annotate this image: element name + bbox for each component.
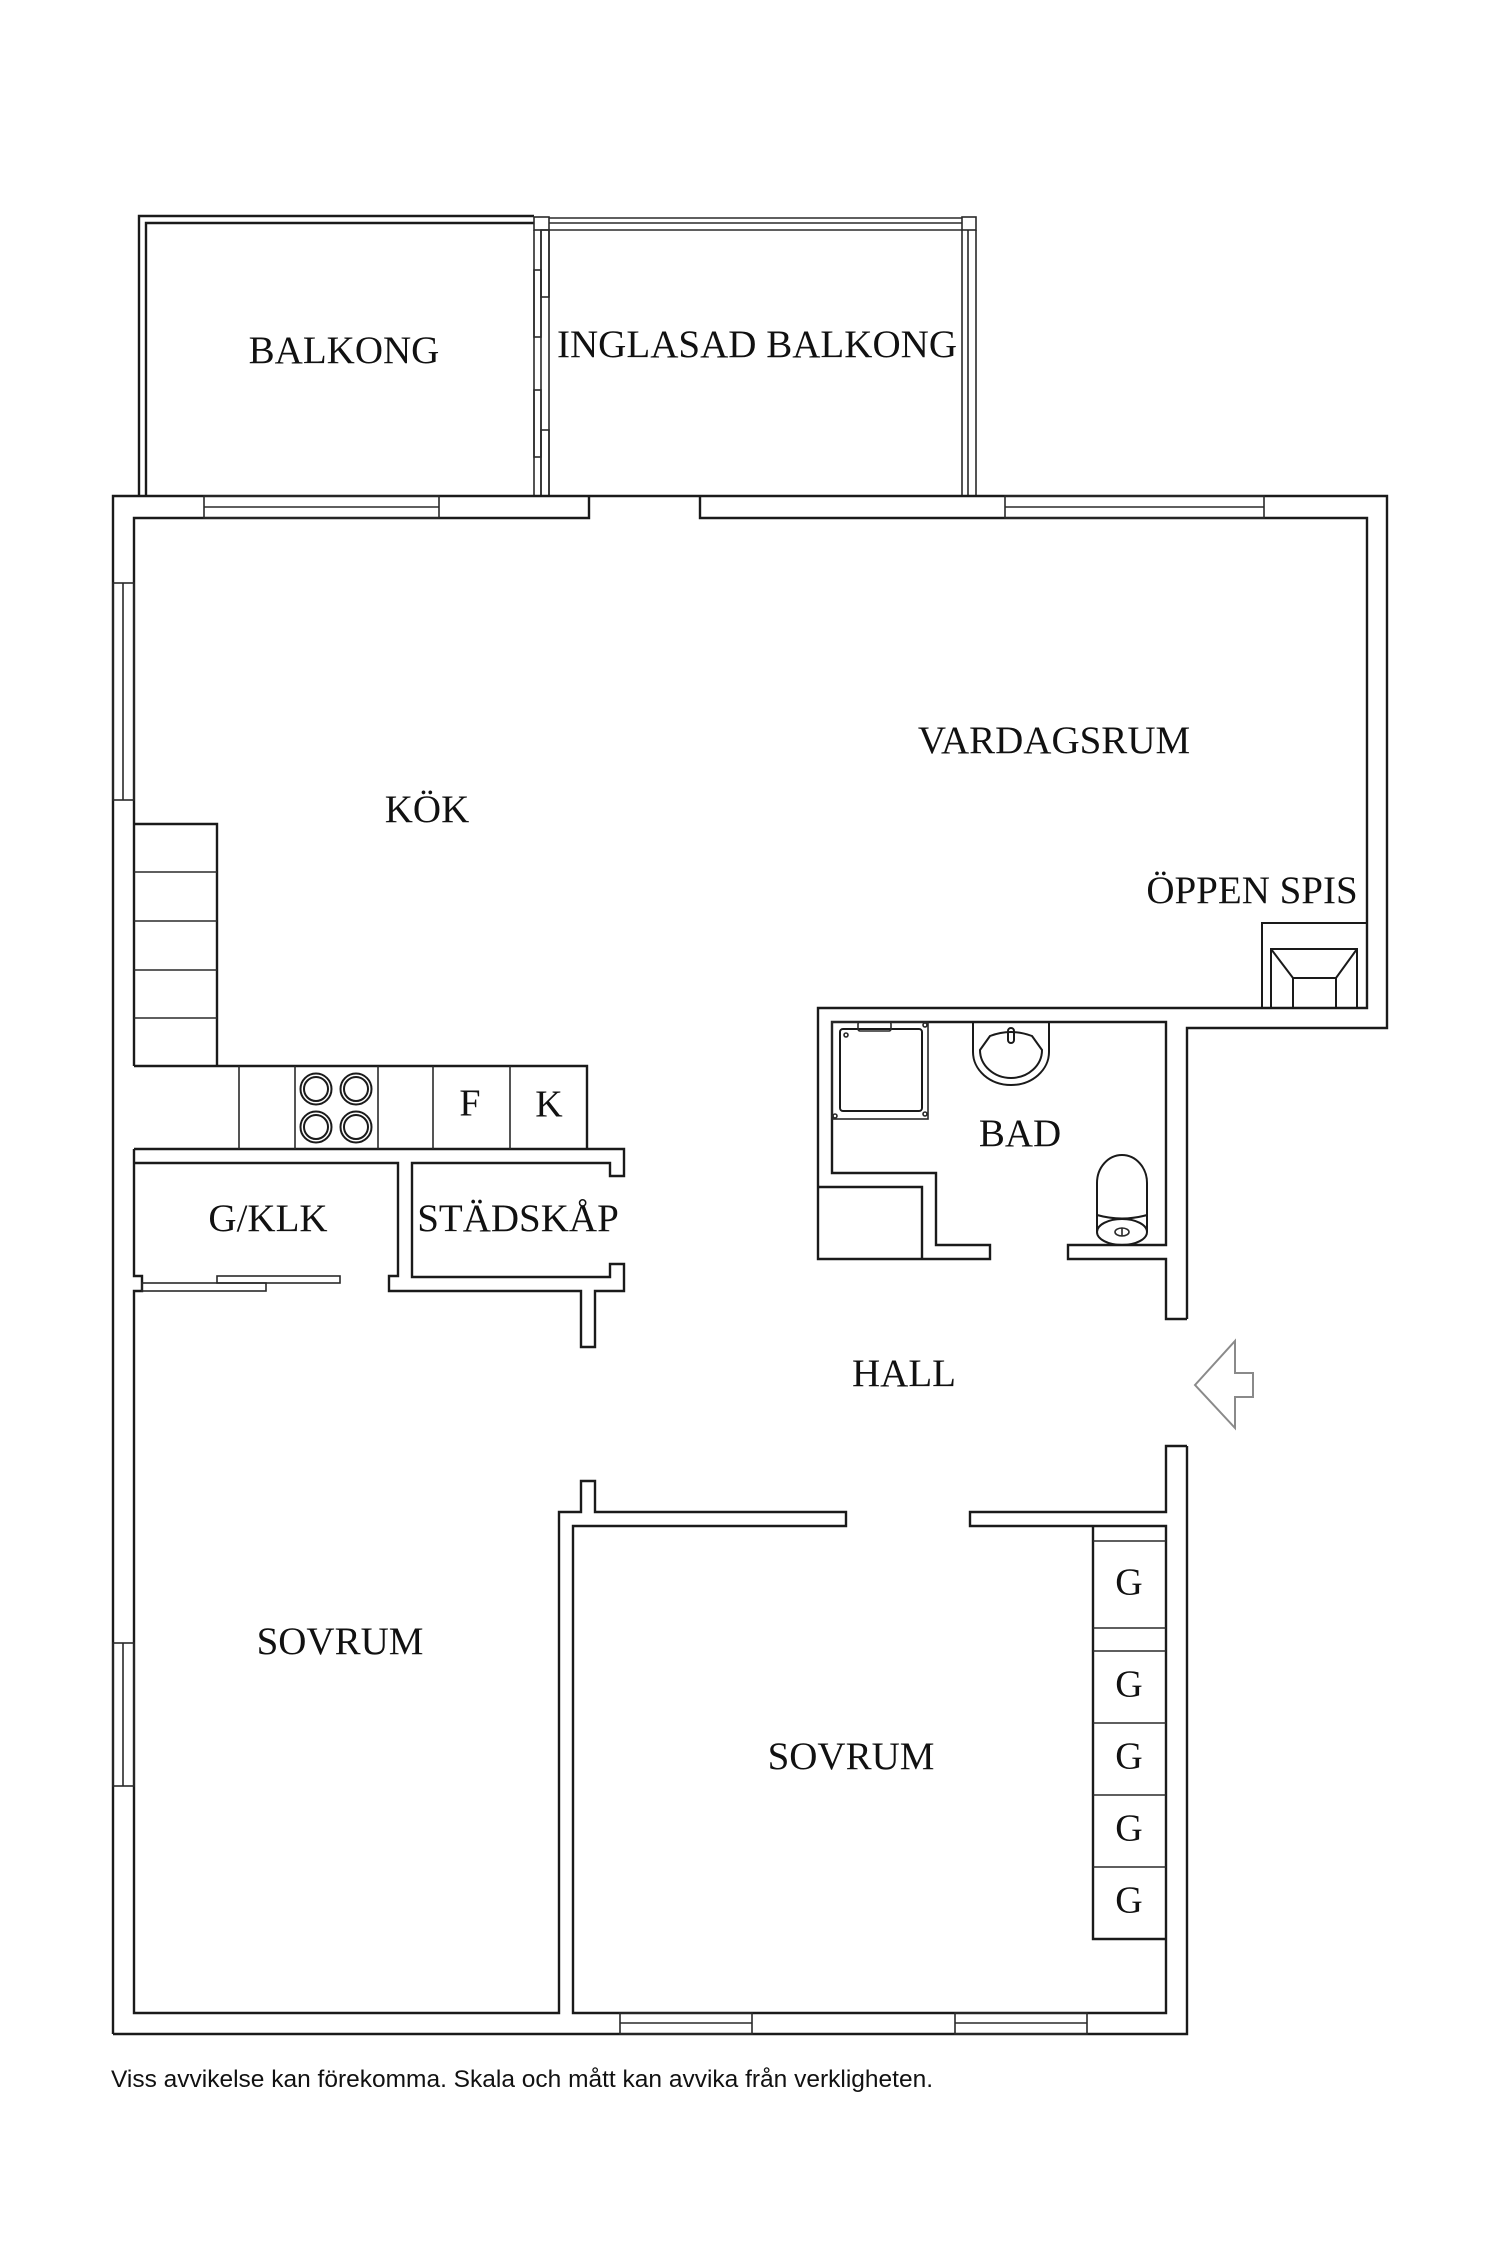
wardrobes [1091, 1526, 1166, 1941]
wardrobe-label: G [1115, 1736, 1142, 1778]
room-label-oppen-spis: ÖPPEN SPIS [1146, 869, 1357, 912]
sliding-doors [141, 1275, 341, 1292]
wardrobe-label: G [1115, 1808, 1142, 1850]
room-label-vardagsrum: VARDAGSRUM [918, 719, 1190, 762]
room-label-bad: BAD [979, 1112, 1061, 1155]
appliance-label-freezer: F [459, 1083, 480, 1125]
room-label-hall: HALL [852, 1352, 956, 1395]
room-label-stadskap: STÄDSKÅP [417, 1197, 619, 1240]
sink-icon [972, 1022, 1050, 1086]
room-label-inglasad-balkong: INGLASAD BALKONG [557, 323, 957, 366]
fireplace-icon [1261, 922, 1367, 1008]
entrance-arrow-icon [1193, 1338, 1254, 1431]
toilet-icon [1096, 1154, 1148, 1246]
stove-icon [299, 1072, 373, 1144]
balcony-glazed [549, 216, 977, 496]
glass-panel [540, 229, 550, 298]
balcony-left [137, 214, 534, 496]
room-label-sovrum-1: SOVRUM [257, 1620, 424, 1663]
bathroom-cabinet [818, 1185, 924, 1259]
room-label-balkong: BALKONG [249, 329, 440, 372]
shower-icon [831, 1021, 929, 1120]
room-label-kok: KÖK [385, 788, 470, 831]
appliance-label-fridge: K [535, 1084, 563, 1126]
glass-panel [540, 429, 550, 497]
balcony-divider [533, 216, 550, 497]
wardrobe-label: G [1115, 1880, 1142, 1922]
glass-panel [533, 389, 542, 458]
room-label-gklk: G/KLK [208, 1197, 327, 1240]
kitchen-cabinets [134, 822, 626, 1349]
exterior-walls [111, 494, 1389, 2036]
glass-panel [533, 269, 542, 338]
windows [112, 495, 1265, 2035]
wardrobe-label: G [1115, 1664, 1142, 1706]
wardrobe-label: G [1115, 1562, 1142, 1604]
room-label-sovrum-2: SOVRUM [768, 1735, 935, 1778]
disclaimer-text: Viss avvikelse kan förekomma. Skala och … [111, 2066, 934, 2093]
